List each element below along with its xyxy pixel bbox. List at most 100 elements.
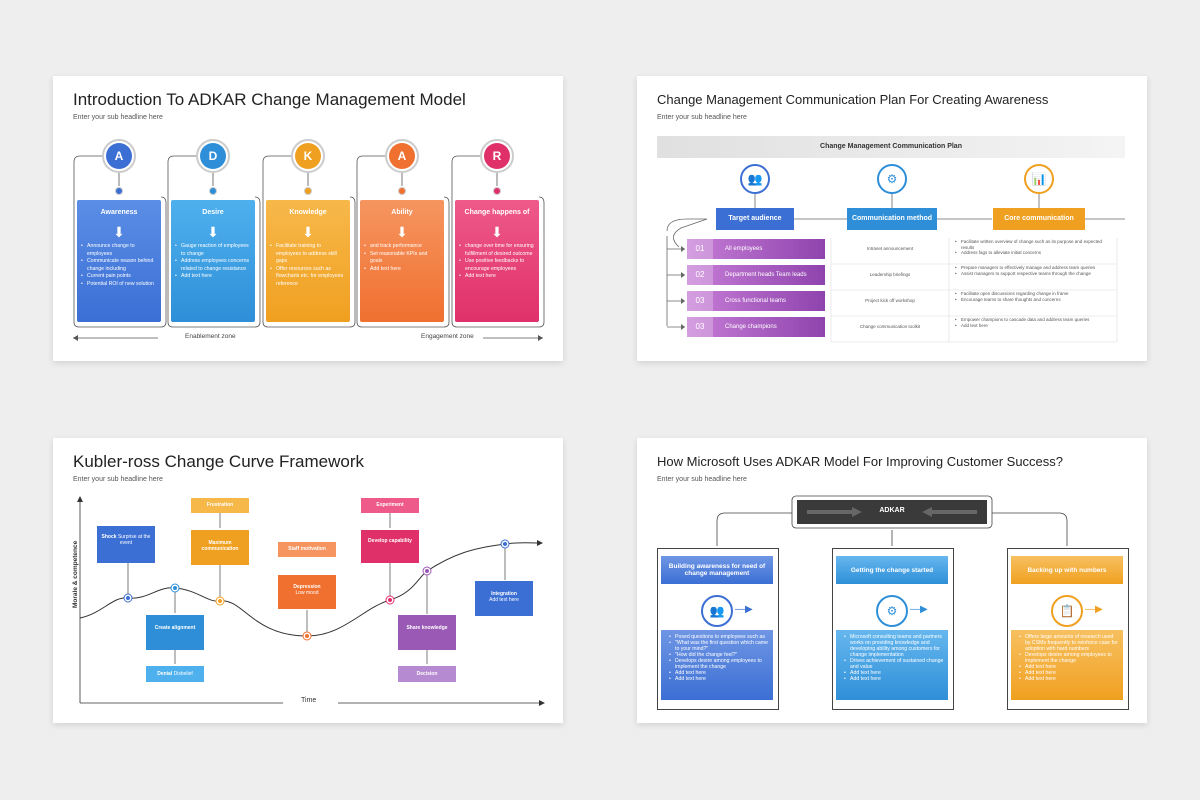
connector-lines [73,155,545,341]
stage-letter-circle: A [102,139,136,173]
stage-heading: Knowledge [289,209,327,216]
column-header: Target audience [716,208,794,230]
card-body: Microsoft consulting teams and partners … [836,630,948,700]
card-bullet: Add text here [669,670,769,676]
adkar-banner: ADKAR [879,507,905,514]
stage-dot [493,187,501,195]
stage-bullet: Current pain points [81,273,157,281]
stage-heading: Desire [202,209,224,216]
slide-title: Kubler-ross Change Curve Framework [73,452,364,471]
stage-letter: A [106,143,132,169]
connector-lines [716,495,1068,546]
x-axis-label: Time [301,697,317,704]
row-number: 03 [687,291,713,311]
card-bullet: Develops desire among employees to imple… [669,658,769,670]
arrow-right-icon: —▶ [1085,604,1103,615]
core-bullet: •Address fags to alleviate initial conce… [955,250,1115,256]
audience-row: 01 All employees [687,239,825,259]
core-cell: •Facilitate open discussions regarding c… [955,291,1115,302]
stage-dot [304,187,312,195]
core-bullet: • Assist managers to support respective t… [955,271,1115,277]
card-bullet: Add text here [1019,676,1119,682]
core-text: Prepare managers to effectively manage a… [961,265,1096,270]
stage-heading: Ability [391,209,413,216]
arrow-right-icon: —▶ [735,604,753,615]
gear-icon: ⚙ [876,595,908,627]
core-text: Encourage teams to share thoughts and co… [961,296,1061,302]
core-cell: • Empower champions to cascade data and a… [955,317,1115,328]
down-arrow-icon: ⬇ [491,224,503,240]
stage-bullet: Potential ROI of new solution [81,281,157,289]
stage-bullet: Communicate reason behind change includi… [81,258,157,273]
core-text: Facilitate open discussions regarding ch… [961,291,1069,296]
slide-title: Change Management Communication Plan For… [657,92,1049,107]
down-arrow-icon: ⬇ [396,224,408,240]
method-cell: Project kick off workshop [865,298,915,303]
column-header: Communication method [847,208,937,230]
gear-people-icon: ⚙ [877,164,907,194]
connector-lines [666,194,1125,343]
card-body: Offers large amounts of research used by… [1011,630,1123,700]
core-bullet: •Facilitate written overview of change s… [955,239,1115,250]
stage-letter-circle: R [480,139,514,173]
stage-letter-circle: A [385,139,419,173]
card-bullet: Posed questions to employees such as [669,634,769,640]
stage-bullet: Gauge reaction of employees to change [175,243,251,258]
stage-letter: K [295,143,321,169]
maximum-communication-box: Maximum communication [191,530,249,565]
card-heading: Building awareness for need of change ma… [661,556,773,584]
stage-bullet: Use positive feedbacks to encourage empl… [459,258,535,273]
stage-card: Change happens of ⬇ change over time for e… [455,200,539,322]
bullet-icon: • [955,270,957,276]
stage-dot [209,187,217,195]
core-cell: • Prepare managers to effectively manage … [955,265,1115,276]
down-arrow-icon: ⬇ [113,224,125,240]
audience-label: Department heads Team leads [725,272,807,278]
change-curve [77,496,545,706]
row-number: 01 [687,239,713,259]
core-text: Assist managers to support respective te… [961,270,1091,276]
slide-subtitle: Enter your sub headline here [73,114,163,121]
stage-letter-circle: D [196,139,230,173]
audience-label: All employees [725,246,763,252]
bullet-icon: • [955,317,957,322]
slide-subtitle: Enter your sub headline here [657,114,747,121]
card-bullet: Microsoft consulting teams and partners … [844,634,944,658]
stage-bullet: Facilitate training to employees to addr… [270,243,346,266]
presentation-icon: 📊 [1024,164,1054,194]
y-axis-label: Morale & competence [72,540,79,608]
audience-label: Change champions [725,324,777,330]
stage-dot [398,187,406,195]
down-arrow-icon: ⬇ [302,224,314,240]
stage-bullet: change over time for ensuring fulfillmen… [459,243,535,258]
stage-bullet: Add text here [459,273,535,281]
arrow-right-icon: —▶ [910,604,928,615]
team-icon: 👥 [740,164,770,194]
share-knowledge-box: Share knowledge [398,615,456,650]
stage-card: Ability⬇and track performanceSet reasona… [360,200,444,322]
report-icon: 📋 [1051,595,1083,627]
core-bullet: •Add text here [955,323,1115,329]
core-text: Empower champions to cascade data and ad… [961,317,1090,322]
card-bullet: Drives achievement of sustained change a… [844,658,944,670]
card-bullet: Offers large amounts of research used by… [1019,634,1119,652]
stage-card: Awareness⬇Announce change to employeesCo… [77,200,161,322]
card-body: Posed questions to employees such as"Wha… [661,630,773,700]
staff-motivation-box: Staff motivation [278,542,336,557]
card-bullet: "What was the first question which came … [669,640,769,652]
zone-engagement: Engagement zone [421,333,474,340]
card-frame [657,548,779,710]
stage-dot [115,187,123,195]
card-heading: Getting the change started [836,556,948,584]
slide-microsoft-adkar: How Microsoft Uses ADKAR Model For Impro… [637,438,1147,723]
bullet-icon: • [955,250,957,255]
card-heading: Backing up with numbers [1011,556,1123,584]
card-bullet: Develops desire among employees to imple… [1019,652,1119,664]
row-number: 02 [687,265,713,285]
stage-heading: Change happens of [464,209,530,216]
slide-subtitle: Enter your sub headline here [657,476,747,483]
